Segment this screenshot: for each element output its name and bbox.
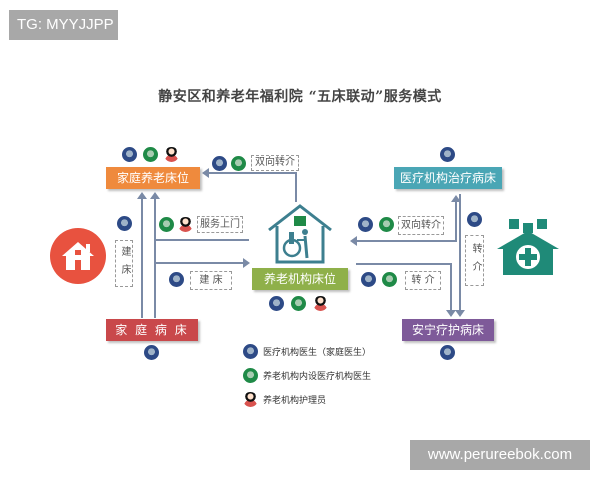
arrow-up-icon (137, 192, 147, 199)
arrow-down-icon (446, 310, 456, 317)
home-icon (50, 228, 106, 284)
connector-hospital-hospice (459, 194, 461, 312)
connector-right-referral (356, 240, 456, 242)
doctor-avatar-icon (122, 147, 137, 162)
legend-item: 养老机构护理员 (243, 390, 393, 408)
nurse-avatar-icon (313, 296, 328, 311)
tag-label: 建 床 (199, 275, 223, 286)
doctor-avatar-icon (243, 343, 258, 359)
tag-referral-right: 转 介 (405, 271, 441, 290)
institution-doctor-avatar-icon (291, 296, 306, 311)
tag-label: 转介 (470, 242, 481, 279)
connector-home-service (155, 239, 249, 241)
legend-item: 医疗机构医生（家庭医生） (243, 342, 393, 360)
node-hospice-bed: 安宁疗护病床 (402, 319, 494, 341)
tag-two-way-referral-right: 双向转介 (398, 216, 444, 235)
institution-doctor-avatar-icon (379, 217, 394, 232)
node-institution-bed: 养老机构床位 (252, 268, 348, 290)
doctor-avatar-icon (361, 272, 376, 287)
institution-doctor-avatar-icon (159, 217, 174, 232)
connector-right-vertical-2 (450, 263, 452, 313)
doctor-avatar-icon (269, 296, 284, 311)
doctor-avatar-icon (440, 147, 455, 162)
watermark-top-left: TG: MYYJJPP (9, 10, 118, 40)
arrow-left-icon (202, 168, 209, 178)
tag-label: 服务上门 (200, 219, 240, 230)
connector-service-vertical (154, 198, 156, 318)
doctor-avatar-icon (467, 212, 482, 227)
arrow-up-icon (150, 192, 160, 199)
tag-referral-vertical: 转介 (465, 235, 484, 286)
tag-label: 建床 (119, 245, 130, 282)
elderly-care-house-icon (265, 202, 335, 266)
doctor-avatar-icon (358, 217, 373, 232)
node-home-elderly-bed: 家庭养老床位 (106, 167, 200, 189)
institution-doctor-avatar-icon (382, 272, 397, 287)
node-label: 家庭养老床位 (116, 171, 189, 185)
connector-referral-hospice (356, 263, 451, 265)
nurse-avatar-icon (164, 147, 179, 162)
connector-build-horizontal (155, 262, 243, 264)
tag-two-way-referral-top: 双向转介 (251, 155, 299, 171)
tag-build-bed-horizontal: 建 床 (190, 271, 232, 290)
institution-doctor-avatar-icon (231, 156, 246, 171)
arrow-up-icon (451, 195, 461, 202)
watermark-bottom-right: www.perureebok.com (410, 440, 590, 470)
institution-doctor-avatar-icon (243, 367, 258, 383)
node-label: 家 庭 病 床 (115, 323, 189, 337)
institution-doctor-avatar-icon (143, 147, 158, 162)
nurse-avatar-icon (243, 391, 258, 407)
tag-label: 双向转介 (255, 157, 295, 168)
nurse-avatar-icon (178, 217, 193, 232)
tag-home-service: 服务上门 (197, 216, 243, 233)
connector-top-vertical (295, 172, 297, 202)
legend-label: 医疗机构医生（家庭医生） (263, 347, 372, 358)
arrow-down-icon (455, 310, 465, 317)
tag-label: 转 介 (411, 275, 435, 286)
doctor-avatar-icon (169, 272, 184, 287)
doctor-avatar-icon (212, 156, 227, 171)
doctor-avatar-icon (440, 345, 455, 360)
hospital-icon (495, 217, 561, 279)
doctor-avatar-icon (117, 216, 132, 231)
tag-label: 双向转介 (401, 220, 441, 231)
connector-top-referral (208, 172, 296, 174)
node-label: 医疗机构治疗病床 (399, 171, 496, 185)
node-hospital-treatment-bed: 医疗机构治疗病床 (394, 167, 502, 189)
node-label: 安宁疗护病床 (411, 323, 484, 337)
arrow-left-icon (350, 236, 357, 246)
connector-right-vertical-1 (455, 200, 457, 242)
legend-label: 养老机构内设医疗机构医生 (263, 371, 372, 382)
legend: 医疗机构医生（家庭医生） 养老机构内设医疗机构医生 养老机构护理员 (243, 342, 393, 408)
connector-build-vertical (141, 198, 143, 318)
legend-item: 养老机构内设医疗机构医生 (243, 366, 393, 384)
doctor-avatar-icon (144, 345, 159, 360)
tag-build-bed-vertical: 建床 (115, 240, 133, 287)
legend-label: 养老机构护理员 (263, 395, 327, 406)
node-family-sickbed: 家 庭 病 床 (106, 319, 198, 341)
arrow-right-icon (243, 258, 250, 268)
diagram-title: 静安区和养老年福利院 “五床联动”服务模式 (158, 89, 442, 105)
node-label: 养老机构床位 (263, 272, 336, 286)
